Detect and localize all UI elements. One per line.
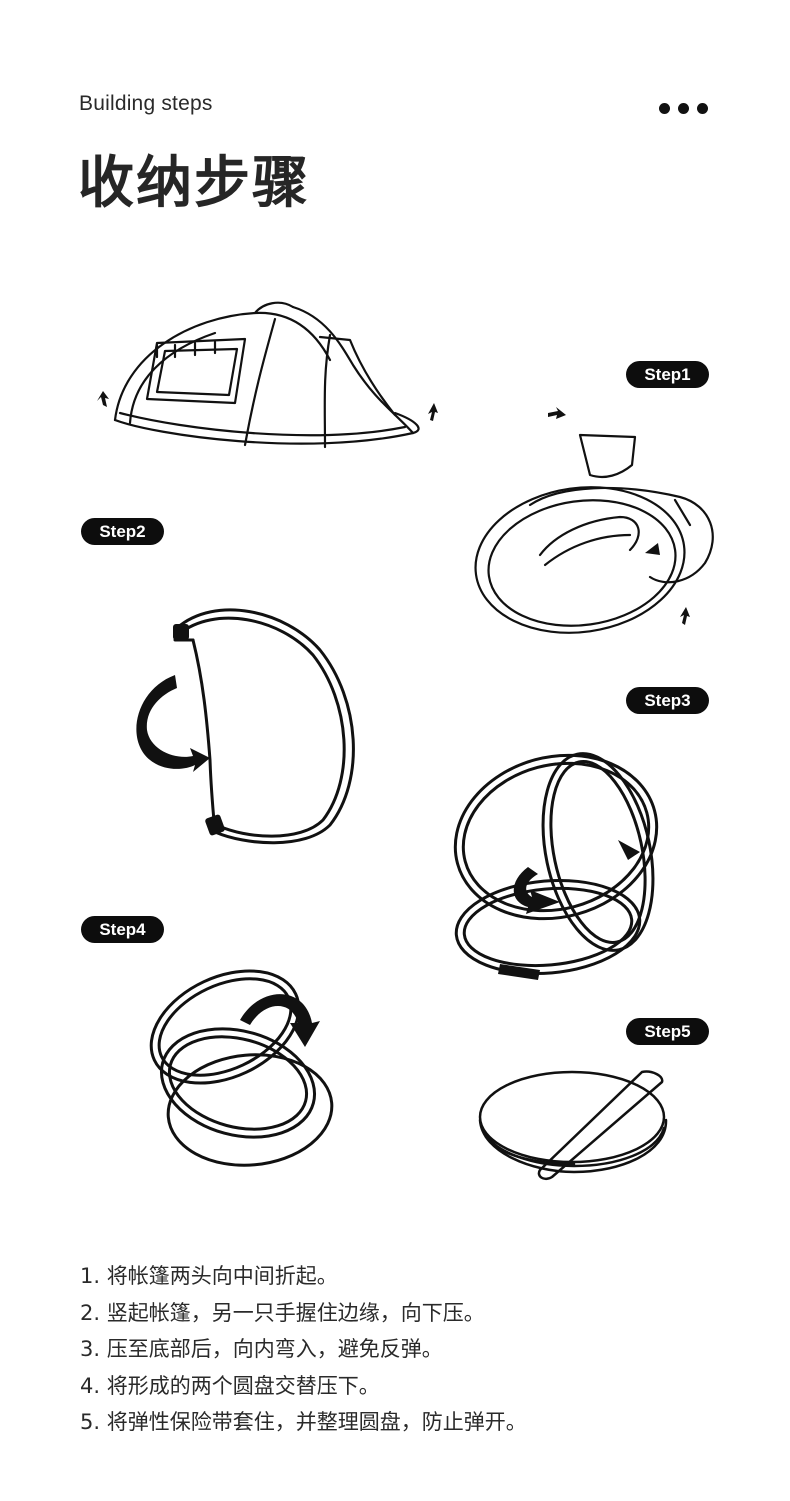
standing-loop-illustration [136,608,355,845]
folded-tent-illustration [474,407,714,634]
packed-disc-illustration [478,1070,668,1181]
instruction-item: 1. 将帐篷两头向中间折起。 [80,1264,338,1288]
instruction-item: 3. 压至底部后，向内弯入，避免反弹。 [80,1337,443,1361]
step-1-label: Step1 [626,361,709,388]
step-3-label: Step3 [626,687,709,714]
twisted-loops-illustration [453,752,659,980]
instruction-item: 2. 竖起帐篷，另一只手握住边缘，向下压。 [80,1300,485,1325]
tent-illustration [97,301,438,449]
stacked-discs-illustration [149,969,334,1167]
step-5-label: Step5 [626,1018,709,1045]
step-2-label: Step2 [81,518,164,545]
page-title: 收纳步骤 [78,151,310,216]
step-4-label: Step4 [81,916,164,943]
instruction-list: 1. 将帐篷两头向中间折起。 2. 竖起帐篷，另一只手握住边缘，向下压。 3. … [80,1258,527,1441]
page-subtitle: Building steps [79,92,213,115]
instruction-item: 5. 将弹性保险带套住，并整理圆盘，防止弹开。 [80,1410,527,1434]
more-dots-icon[interactable] [654,100,714,118]
instruction-item: 4. 将形成的两个圆盘交替压下。 [80,1373,380,1398]
